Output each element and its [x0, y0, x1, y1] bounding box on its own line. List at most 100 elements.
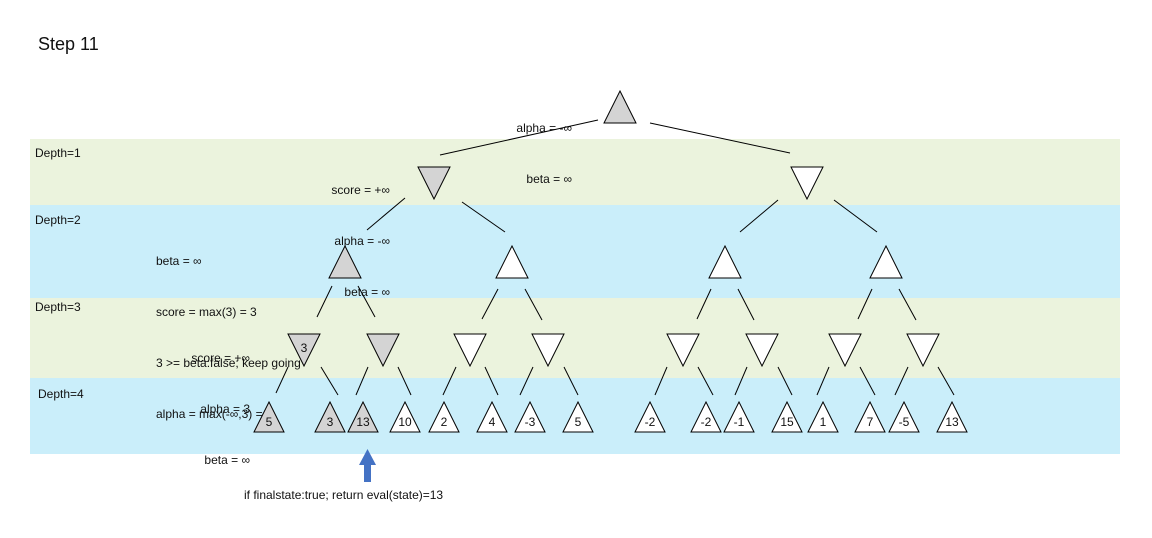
edge-d2-d3-1 — [316, 285, 333, 318]
root-alpha-text: alpha = -∞ — [516, 121, 572, 135]
depth3-min-node-8 — [906, 333, 940, 368]
edge-d3-d4-4 — [397, 366, 412, 396]
depth1-min-node-2 — [790, 166, 824, 201]
depth-3-label: Depth=3 — [35, 300, 81, 314]
edge-d1-d2-2 — [461, 201, 506, 233]
edge-d3-d4-3 — [355, 366, 369, 396]
depth-2-band — [30, 205, 1120, 298]
depth2-max-node-1 — [328, 244, 362, 279]
depth-3-band — [30, 298, 1120, 378]
depth-1-band — [30, 139, 1120, 205]
edge-d2-d3-3 — [481, 288, 499, 320]
edge-d3-d4-2 — [320, 366, 339, 396]
depth1-beta-text: beta = ∞ — [344, 285, 390, 299]
depth3-min-node-6 — [745, 333, 779, 368]
leaf-max-node-9 — [634, 400, 666, 433]
edge-d3-d4-8 — [563, 366, 579, 396]
leaf-value-15: -5 — [899, 415, 910, 429]
edge-d3-d4-13 — [816, 366, 830, 396]
leaf-value-11: -1 — [734, 415, 745, 429]
leaf-max-node-11 — [723, 400, 755, 433]
edge-d1-d2-1 — [366, 197, 406, 231]
leaf-value-1: 5 — [266, 415, 273, 429]
depth3-node-1-value: 3 — [301, 341, 308, 355]
depth3-score-text: score = +∞ — [191, 351, 250, 365]
leaf-value-6: 4 — [489, 415, 496, 429]
depth1-alpha-text: alpha = -∞ — [334, 234, 390, 248]
depth3-min-node-7 — [828, 333, 862, 368]
step-title: Step 11 — [38, 34, 99, 54]
leaf-max-node-3 — [347, 400, 379, 433]
bottom-note: if finalstate:true; return eval(state)=1… — [244, 488, 444, 502]
leaf-value-14: 7 — [867, 415, 874, 429]
leaf-max-node-14 — [854, 400, 886, 433]
depth2-max-node-3 — [708, 244, 742, 279]
depth3-beta-text: beta = ∞ — [204, 453, 250, 467]
depth2-max-node-4 — [869, 244, 903, 279]
leaf-max-node-16 — [936, 400, 968, 433]
root-annotation: alpha = -∞ beta = ∞ — [470, 86, 572, 205]
depth3-annotation: score = +∞ alpha = 3 beta = ∞ — [160, 316, 250, 486]
edge-d3-d4-14 — [859, 366, 876, 396]
leaf-value-13: 1 — [820, 415, 827, 429]
depth3-min-node-2 — [366, 333, 400, 368]
leaf-max-node-13 — [807, 400, 839, 433]
edge-d3-d4-1 — [275, 366, 289, 394]
leaf-value-7: -3 — [525, 415, 536, 429]
leaf-max-node-6 — [476, 400, 508, 433]
edge-d3-d4-12 — [777, 366, 793, 396]
edge-d3-d4-15 — [894, 366, 909, 396]
leaf-value-16: 13 — [945, 415, 959, 429]
depth1-min-node-1 — [417, 166, 451, 201]
depth-4-label: Depth=4 — [38, 387, 84, 401]
leaf-max-node-4 — [389, 400, 421, 433]
depth2-beta-text: beta = ∞ — [156, 254, 202, 268]
edge-d2-d3-4 — [524, 288, 543, 321]
edge-root-left — [439, 119, 599, 156]
edge-d3-d4-9 — [654, 366, 668, 396]
depth3-min-node-3 — [453, 333, 487, 368]
arrow-up-icon — [359, 449, 376, 465]
edge-d2-d3-2 — [357, 285, 376, 318]
depth2-annotation: beta = ∞ score = max(3) = 3 3 >= beta:fa… — [156, 219, 301, 440]
depth2-score-text: score = max(3) = 3 — [156, 305, 257, 319]
leaf-value-8: 5 — [575, 415, 582, 429]
depth2-check-text: 3 >= beta:false; keep going — [156, 356, 301, 370]
leaf-max-node-7 — [514, 400, 546, 433]
leaf-max-node-15 — [888, 400, 920, 433]
edge-d1-d2-3 — [739, 199, 779, 233]
leaf-value-10: -2 — [701, 415, 712, 429]
depth3-min-node-1 — [287, 333, 321, 368]
edge-d3-d4-16 — [937, 366, 955, 396]
leaf-value-5: 2 — [441, 415, 448, 429]
depth-1-label: Depth=1 — [35, 146, 81, 160]
edge-d3-d4-5 — [442, 366, 457, 396]
depth-2-label: Depth=2 — [35, 213, 81, 227]
arrow-shaft — [364, 464, 371, 482]
edge-d2-d3-7 — [857, 288, 873, 320]
depth3-min-node-5 — [666, 333, 700, 368]
leaf-value-3: 13 — [356, 415, 370, 429]
edge-d2-d3-8 — [898, 288, 917, 321]
edge-d3-d4-7 — [519, 366, 534, 396]
edge-d2-d3-6 — [737, 288, 755, 321]
depth1-annotation: score = +∞ alpha = -∞ beta = ∞ — [290, 148, 390, 318]
edge-d3-d4-11 — [734, 366, 748, 396]
edge-d1-d2-4 — [833, 199, 878, 233]
leaf-max-node-2 — [314, 400, 346, 433]
root-max-node — [603, 89, 637, 124]
root-beta-text: beta = ∞ — [526, 172, 572, 186]
leaf-max-node-12 — [771, 400, 803, 433]
leaf-value-12: 15 — [780, 415, 794, 429]
leaf-max-node-10 — [690, 400, 722, 433]
leaf-max-node-5 — [428, 400, 460, 433]
leaf-value-9: -2 — [645, 415, 656, 429]
edge-d3-d4-10 — [697, 366, 714, 396]
leaf-max-node-1 — [253, 400, 285, 433]
depth3-min-node-4 — [531, 333, 565, 368]
edge-d2-d3-5 — [696, 288, 712, 320]
depth2-max-node-2 — [495, 244, 529, 279]
edge-d3-d4-6 — [484, 366, 499, 396]
leaf-max-node-8 — [562, 400, 594, 433]
